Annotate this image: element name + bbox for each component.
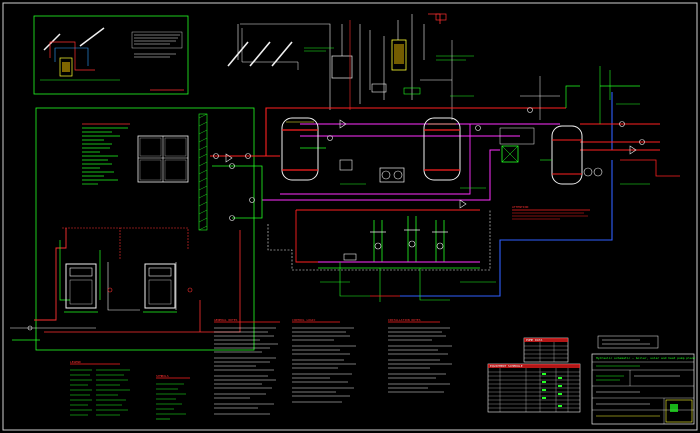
legend-mid-block [156, 377, 190, 420]
pump-data-table [523, 337, 569, 363]
storage-tank-2 [423, 117, 461, 181]
detail-box [33, 15, 189, 95]
notes-title-1: GENERAL NOTES [214, 318, 238, 322]
storage-tank-1 [281, 117, 319, 181]
valves [213, 107, 645, 221]
schedule-table-title: EQUIPMENT SCHEDULE [490, 364, 523, 368]
annotations [320, 95, 650, 283]
notes-column-3 [388, 321, 452, 393]
expansion-equipment [359, 13, 474, 120]
warning-note [512, 209, 590, 220]
legend-mid-title: SYMBOLS [156, 374, 169, 378]
heat-exchanger-group [339, 127, 603, 183]
title-block [591, 335, 695, 425]
warning-title: ATTENTION [512, 205, 529, 209]
notes-column-2 [292, 321, 356, 403]
drawing-title: Hydraulic schematic — boiler, solar and … [596, 356, 696, 360]
notes-column-1 [214, 321, 280, 415]
solar-collector-array [227, 20, 353, 110]
pump-manifold [318, 216, 480, 302]
left-circuit-box [10, 107, 255, 351]
pump-table-title: PUMP DATA [526, 338, 543, 342]
storage-tank-3 [551, 125, 583, 185]
legend-left-block [70, 363, 130, 416]
main-piping [210, 66, 680, 297]
equipment-schedule-table [487, 363, 581, 413]
notes-title-2: CONTROL LOGIC [292, 318, 316, 322]
notes-title-3: INSTALLATION NOTES [388, 318, 421, 322]
legend-left-title: LEGEND [70, 360, 81, 364]
